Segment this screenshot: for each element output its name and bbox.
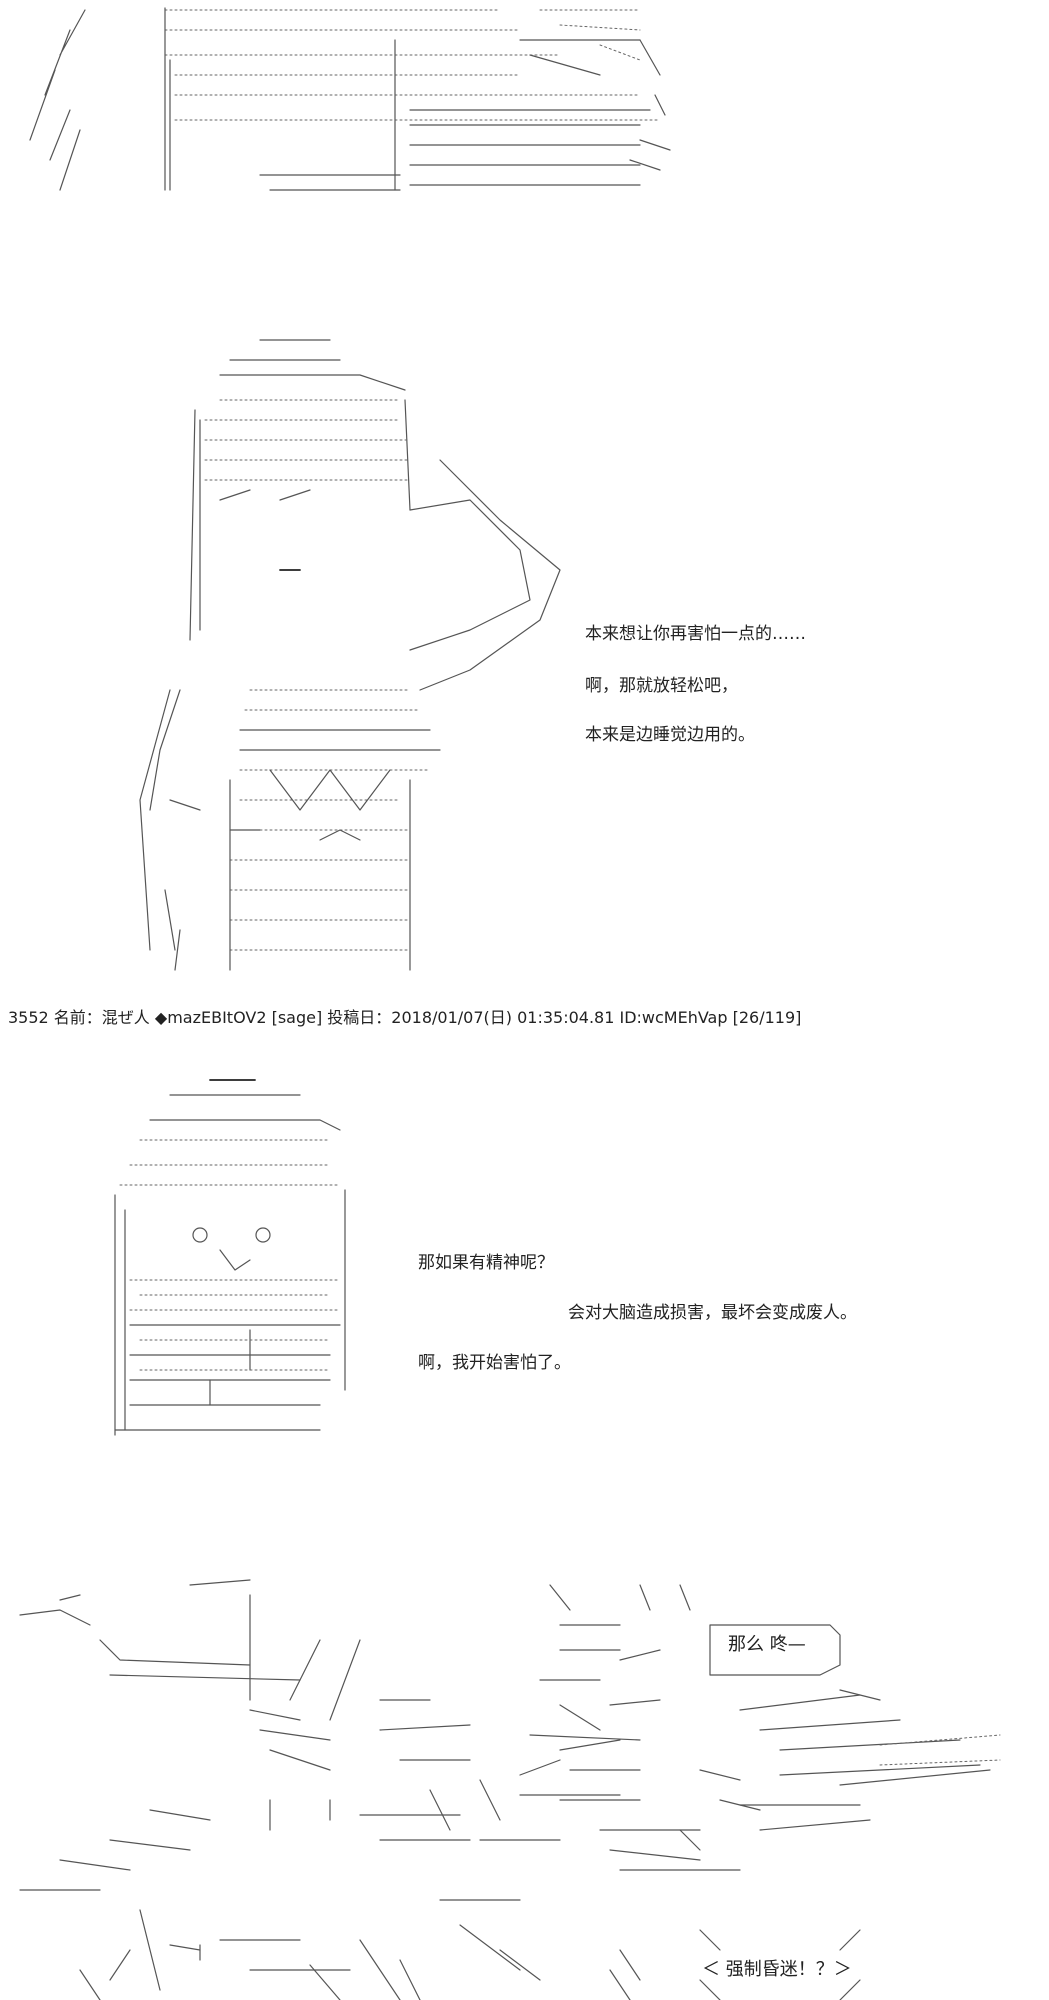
ascii-art-panel-1 [0, 0, 1049, 210]
post-header: 3552 名前：混ぜ人 ◆mazEBItOV2 [sage] 投稿日：2018/… [8, 1008, 802, 1027]
ascii-art-drawing-2 [139, 339, 561, 971]
ascii-art-drawing-1 [29, 7, 671, 191]
ascii-art-panel-2 [0, 330, 1049, 980]
speech-bubble-text: ＜ 强制昏迷！？＞ [702, 1955, 852, 1981]
ascii-art-drawing-3 [114, 1079, 346, 1436]
dialog-line: 本来想让你再害怕一点的…… [585, 624, 806, 644]
ascii-art-panel-4 [0, 1570, 1049, 2000]
dialog-line: 本来是边睡觉边用的。 [585, 725, 755, 745]
ascii-art-drawing-4 [19, 1579, 1001, 2000]
dialog-line: 那如果有精神呢？ [418, 1253, 554, 1273]
dialog-line: 啊，我开始害怕了。 [418, 1353, 571, 1373]
dialog-line: 会对大脑造成损害，最坏会变成废人。 [568, 1303, 857, 1323]
ascii-art-panel-3 [0, 1070, 1049, 1450]
speech-bubble-text: 那么 咚— [728, 1630, 806, 1656]
dialog-line: 啊，那就放轻松吧， [585, 676, 738, 696]
